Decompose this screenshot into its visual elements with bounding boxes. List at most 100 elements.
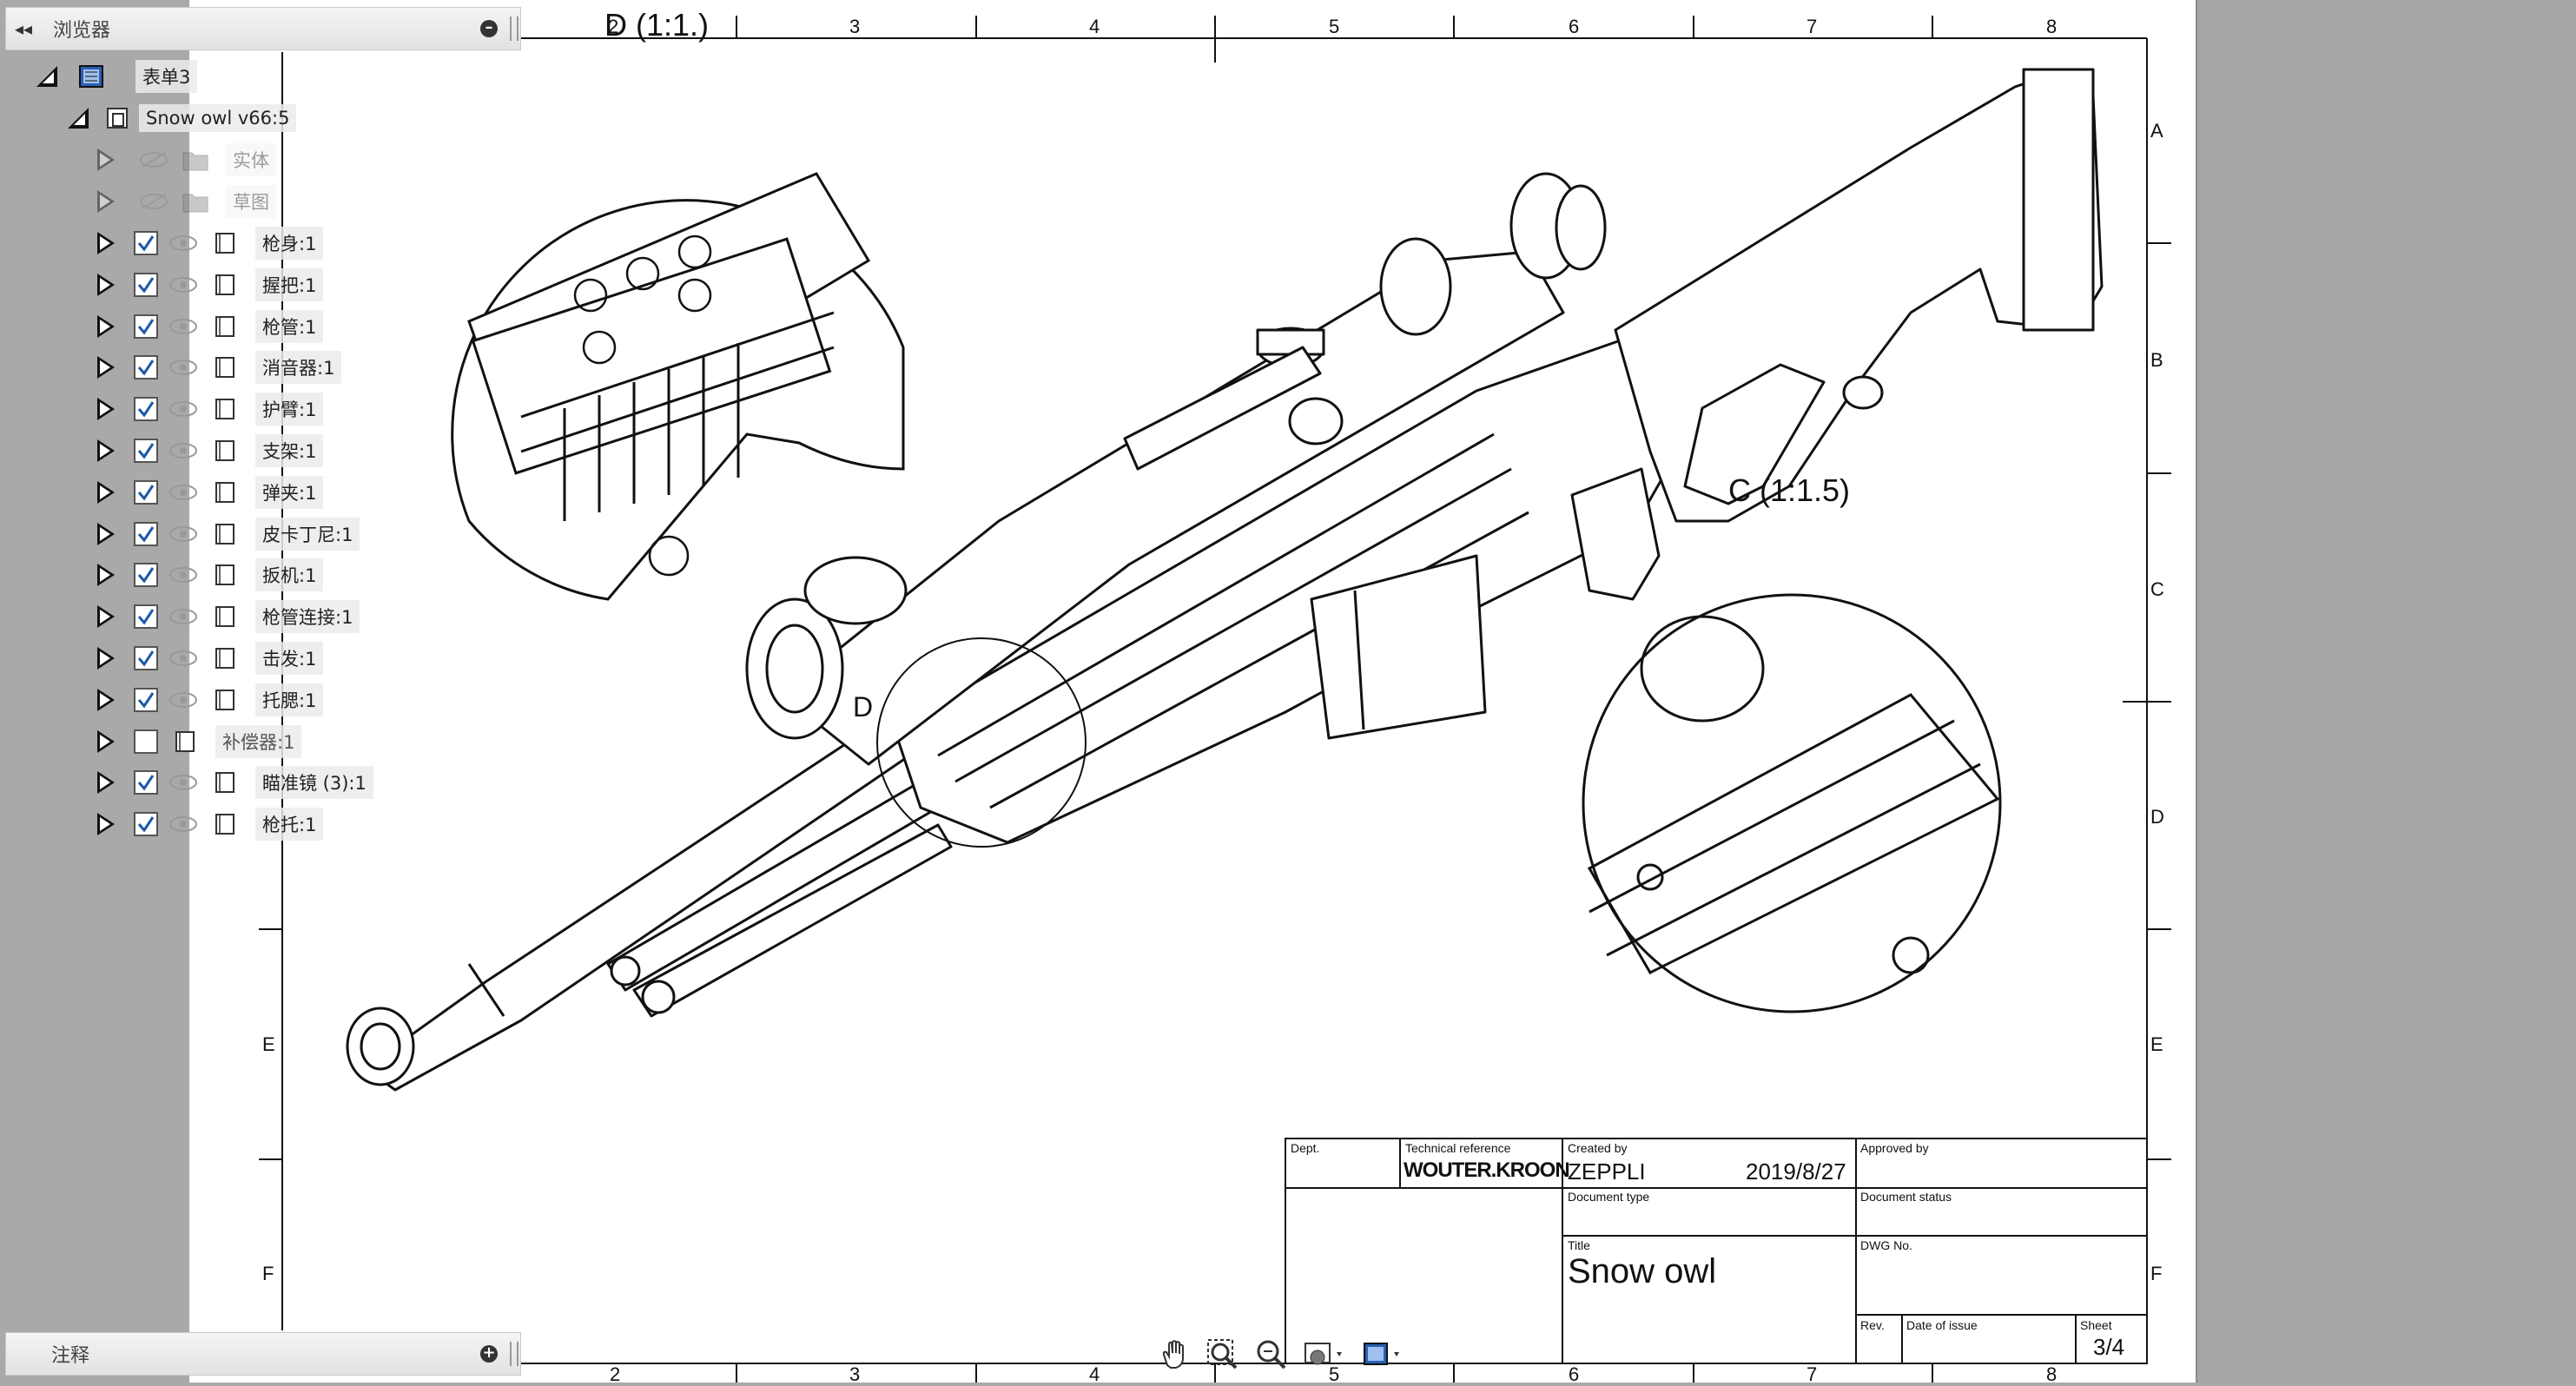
collapsed-triangle-icon[interactable] — [97, 315, 115, 338]
eye-icon[interactable] — [168, 650, 198, 667]
visibility-checkbox[interactable] — [134, 646, 158, 670]
tb-created-by-caption: Created by — [1568, 1141, 1628, 1155]
tree-root-label: 表单3 — [135, 60, 198, 93]
sheet-settings-icon[interactable] — [1360, 1336, 1409, 1374]
tree-item[interactable]: 消音器:1 — [97, 350, 342, 385]
visibility-checkbox[interactable] — [134, 688, 158, 712]
zoom-icon[interactable] — [1252, 1336, 1291, 1374]
collapsed-triangle-icon[interactable] — [97, 398, 115, 420]
visibility-checkbox[interactable] — [134, 397, 158, 421]
pan-icon[interactable] — [1155, 1336, 1193, 1374]
tb-approved-by-caption: Approved by — [1860, 1141, 1929, 1155]
tree-folder-bodies[interactable]: 实体 — [97, 142, 276, 177]
tree-item-label: 支架:1 — [255, 434, 324, 467]
eye-icon[interactable] — [168, 442, 198, 459]
display-settings-icon[interactable] — [1301, 1336, 1350, 1374]
visibility-checkbox[interactable] — [134, 480, 158, 505]
view-label-d: D (1:1.) — [604, 7, 710, 43]
eye-icon[interactable] — [168, 318, 198, 335]
tree-item[interactable]: 补偿器:1 — [97, 724, 302, 759]
tree-item-label: 枪管:1 — [255, 310, 324, 343]
collapsed-triangle-icon[interactable] — [97, 564, 115, 586]
zoom-window-icon[interactable] — [1204, 1336, 1242, 1374]
eye-icon[interactable] — [168, 774, 198, 791]
browser-panel[interactable]: ◂◂ 浏览器 – 表单3 Snow owl v66:5 实体 — [0, 0, 528, 1383]
annotations-expand-button[interactable]: + — [480, 1345, 498, 1363]
tree-item[interactable]: 击发:1 — [97, 641, 324, 676]
browser-minimize-button[interactable]: – — [480, 20, 498, 37]
eye-icon[interactable] — [168, 525, 198, 543]
sheet-right-edge — [2196, 0, 2197, 1383]
tree-root[interactable]: 表单3 — [36, 59, 198, 94]
panel-grip-icon[interactable] — [510, 1342, 519, 1366]
tree-item[interactable]: 支架:1 — [97, 433, 324, 468]
tree-item[interactable]: 弹夹:1 — [97, 475, 324, 510]
collapsed-triangle-icon[interactable] — [97, 813, 115, 835]
eye-icon[interactable] — [168, 815, 198, 833]
hidden-eye-icon[interactable] — [139, 151, 168, 168]
tb-title: Snow owl — [1568, 1252, 1717, 1290]
tree-item[interactable]: 皮卡丁尼:1 — [97, 517, 360, 551]
collapsed-triangle-icon[interactable] — [97, 439, 115, 462]
tree-item[interactable]: 枪托:1 — [97, 807, 324, 842]
tree-item-label: 握把:1 — [255, 268, 324, 301]
collapsed-triangle-icon[interactable] — [97, 730, 115, 753]
expanded-triangle-icon[interactable] — [36, 66, 57, 87]
eye-icon[interactable] — [168, 234, 198, 252]
zone-col-bottom-2: 2 — [610, 1363, 621, 1385]
tree-item[interactable]: 枪管:1 — [97, 309, 324, 344]
visibility-checkbox[interactable] — [134, 770, 158, 795]
visibility-checkbox[interactable] — [134, 439, 158, 463]
visibility-checkbox[interactable] — [134, 812, 158, 836]
collapsed-triangle-icon[interactable] — [97, 356, 115, 379]
folder-icon — [181, 145, 210, 175]
eye-icon[interactable] — [168, 608, 198, 625]
tree-item[interactable]: 瞄准镜 (3):1 — [97, 765, 373, 800]
visibility-checkbox[interactable] — [134, 729, 158, 754]
eye-icon[interactable] — [168, 276, 198, 294]
zone-col-bottom-5: 5 — [1329, 1363, 1340, 1385]
annotations-header: 注释 + — [5, 1332, 521, 1376]
visibility-checkbox[interactable] — [134, 355, 158, 380]
eye-icon[interactable] — [168, 566, 198, 584]
zone-col-2: 2 — [608, 16, 619, 37]
tree-item[interactable]: 枪管连接:1 — [97, 599, 360, 634]
tb-rev-caption: Rev. — [1860, 1318, 1885, 1332]
visibility-checkbox[interactable] — [134, 231, 158, 255]
panel-grip-icon[interactable] — [510, 16, 519, 41]
collapsed-triangle-icon[interactable] — [97, 232, 115, 254]
visibility-checkbox[interactable] — [134, 273, 158, 297]
tree-item[interactable]: 护臂:1 — [97, 392, 324, 426]
tree-item-label: 弹夹:1 — [255, 476, 324, 509]
visibility-checkbox[interactable] — [134, 604, 158, 629]
eye-icon[interactable] — [168, 484, 198, 501]
collapsed-triangle-icon[interactable] — [97, 647, 115, 670]
visibility-checkbox[interactable] — [134, 314, 158, 339]
collapsed-triangle-icon[interactable] — [97, 274, 115, 296]
collapsed-triangle-icon[interactable] — [97, 148, 115, 171]
expanded-triangle-icon[interactable] — [68, 108, 89, 129]
tree-item-label: 击发:1 — [255, 642, 324, 675]
collapsed-triangle-icon[interactable] — [97, 190, 115, 213]
visibility-checkbox[interactable] — [134, 522, 158, 546]
visibility-checkbox[interactable] — [134, 563, 158, 587]
tree-item[interactable]: 扳机:1 — [97, 558, 324, 592]
tree-item[interactable]: 握把:1 — [97, 267, 324, 302]
tree-item-label: 扳机:1 — [255, 558, 324, 591]
collapsed-triangle-icon[interactable] — [97, 771, 115, 794]
tree-component[interactable]: Snow owl v66:5 — [68, 101, 297, 135]
hidden-eye-icon[interactable] — [139, 193, 168, 210]
tree-folder-sketches[interactable]: 草图 — [97, 184, 276, 219]
collapsed-triangle-icon[interactable] — [97, 605, 115, 628]
eye-icon[interactable] — [168, 400, 198, 418]
component-icon — [210, 353, 240, 382]
eye-icon[interactable] — [168, 359, 198, 376]
collapse-panel-button[interactable]: ◂◂ — [14, 18, 33, 39]
eye-icon[interactable] — [168, 691, 198, 709]
tree-item[interactable]: 枪身:1 — [97, 226, 324, 261]
collapsed-triangle-icon[interactable] — [97, 523, 115, 545]
collapsed-triangle-icon[interactable] — [97, 481, 115, 504]
tree-item[interactable]: 托腮:1 — [97, 683, 324, 717]
collapsed-triangle-icon[interactable] — [97, 689, 115, 711]
